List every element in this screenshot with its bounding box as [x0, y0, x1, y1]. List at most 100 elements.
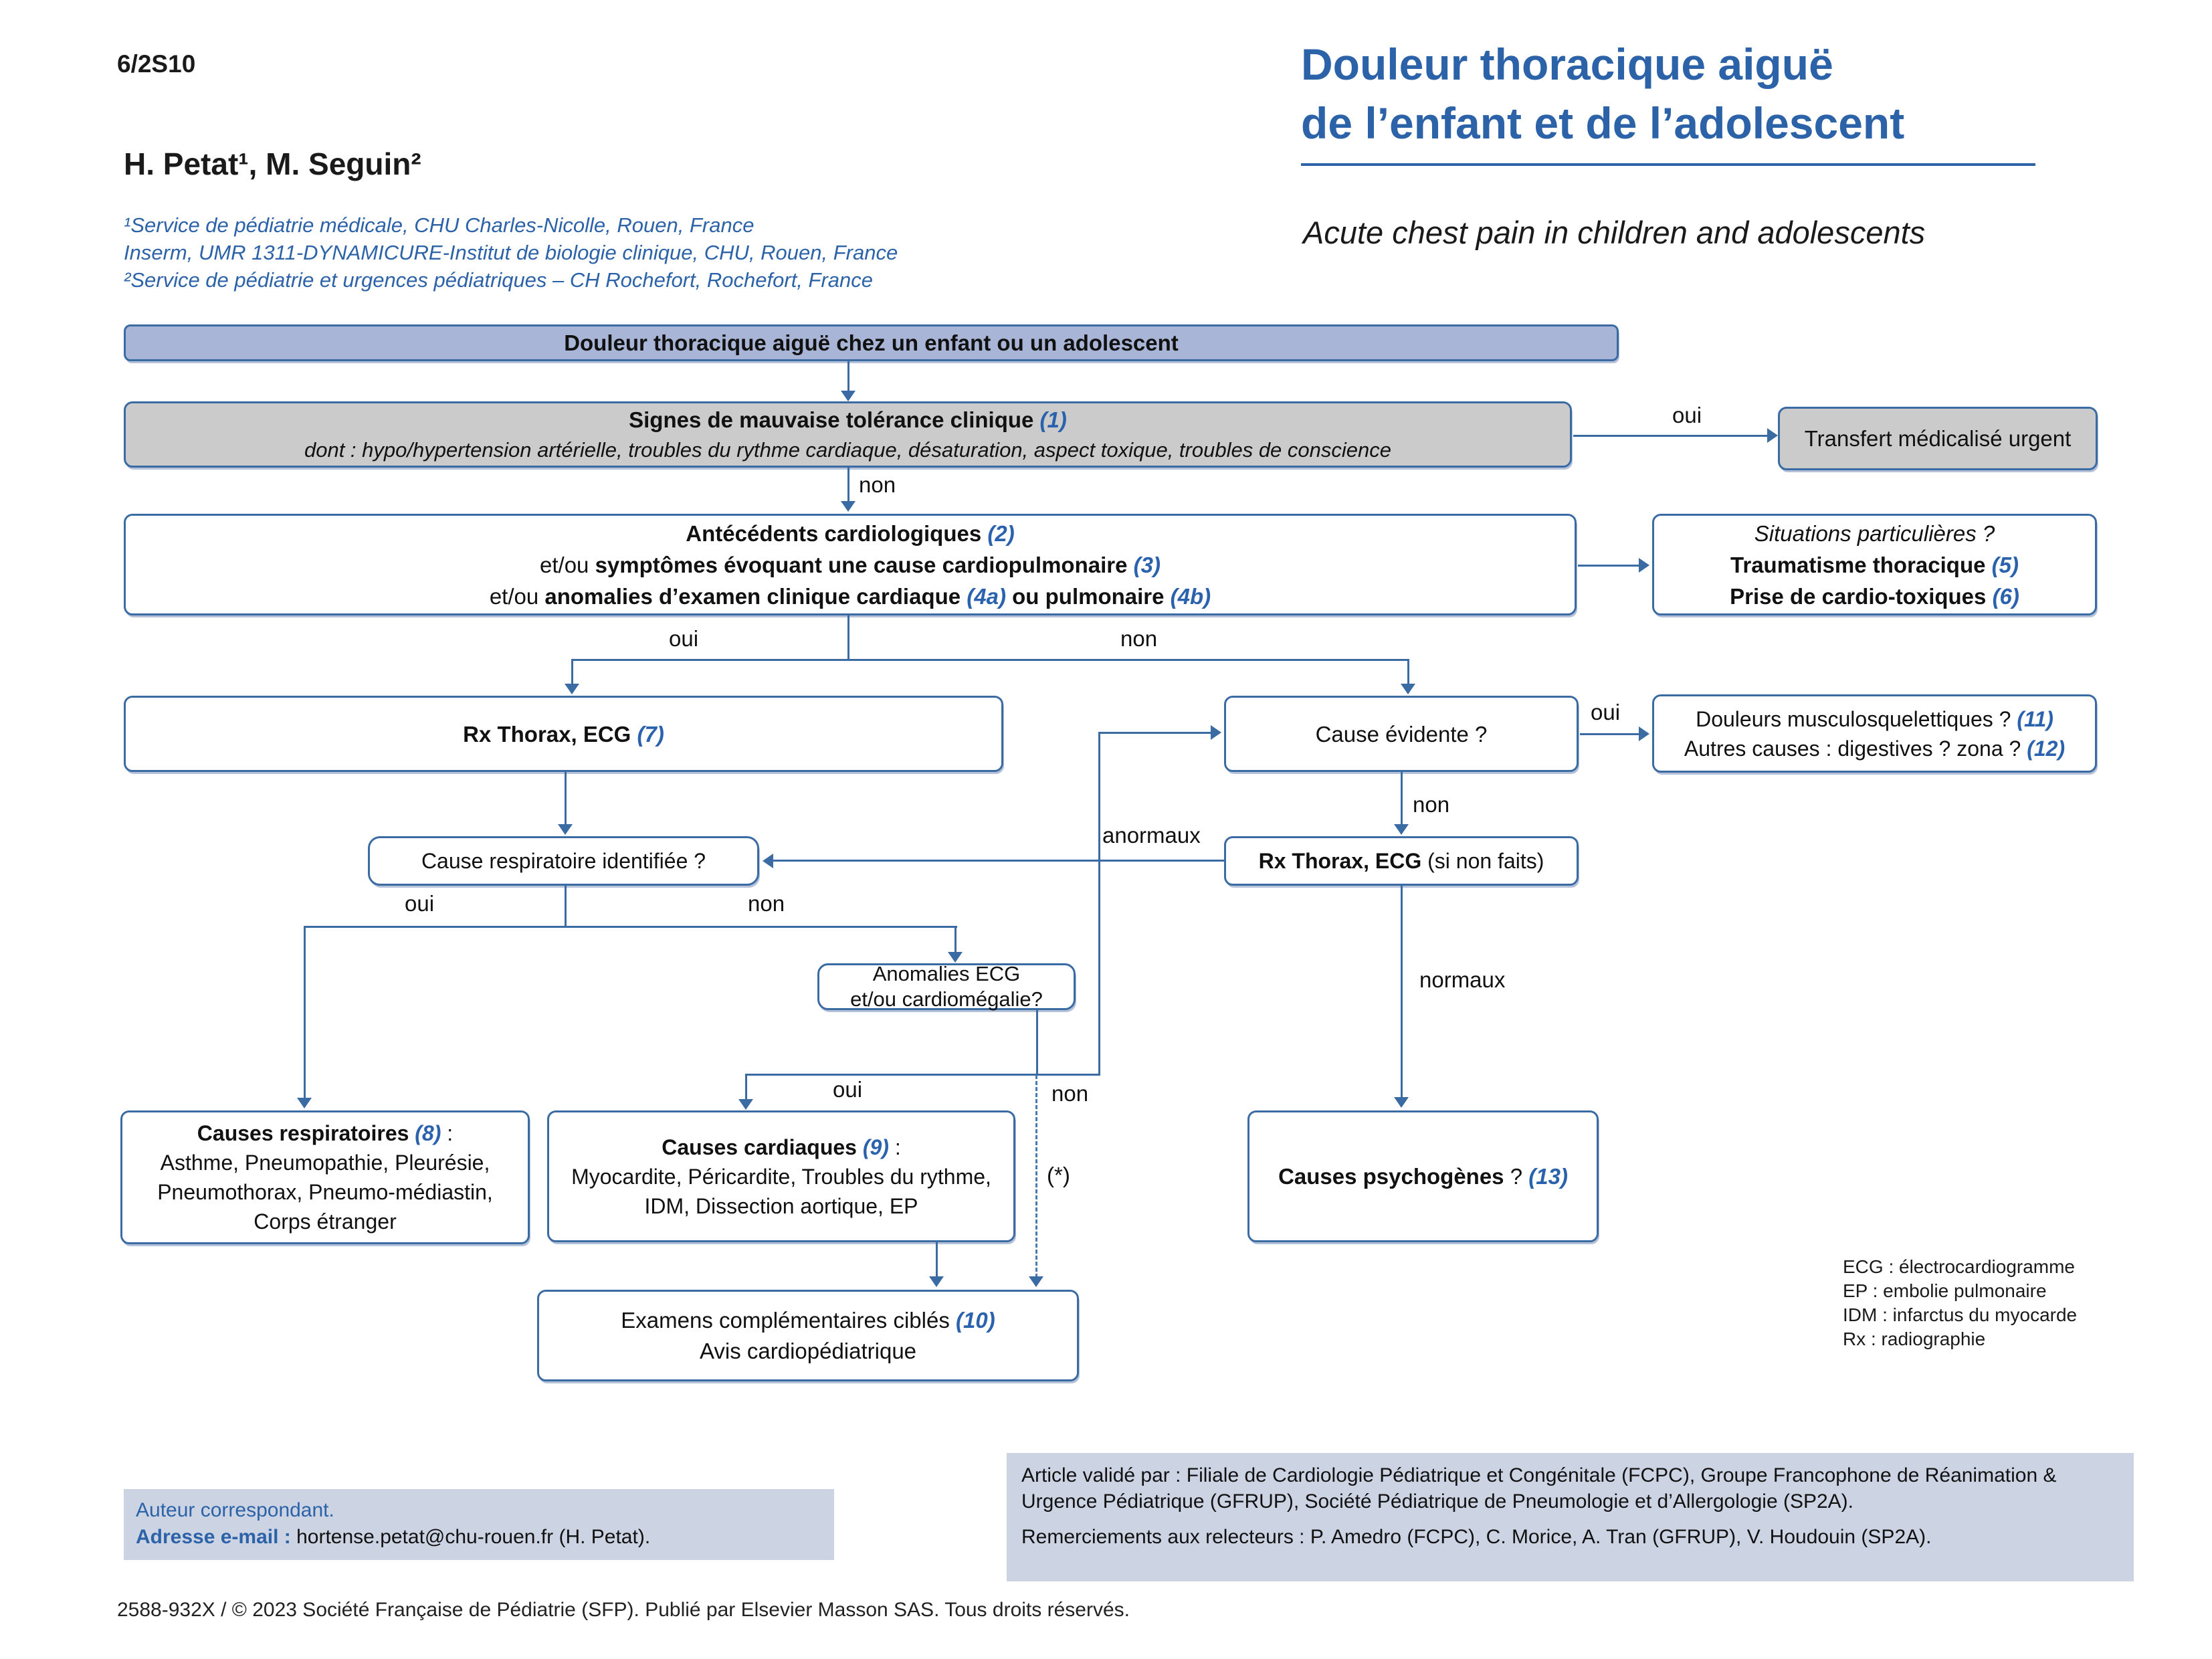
- connector-junction-up: [1098, 732, 1100, 1075]
- edge-label-non: non: [1120, 626, 1158, 651]
- title-underline: [1301, 163, 2035, 166]
- correspondent-box: Auteur correspondant. Adresse e-mail : h…: [124, 1489, 834, 1560]
- arrowhead-down-icon: [738, 1099, 753, 1110]
- node-antecedents-line1: Antécédents cardiologiques (2): [686, 520, 1015, 546]
- connector-rxecg2-psychogenes: [1401, 886, 1403, 1098]
- article-title-french: Douleur thoracique aiguë de l’enfant et …: [1301, 35, 2047, 153]
- node-musculo: Douleurs musculosquelettiques ? (11) Aut…: [1652, 694, 2097, 773]
- node-start: Douleur thoracique aiguë chez un enfant …: [124, 324, 1619, 361]
- affiliation-2: Inserm, UMR 1311-DYNAMICURE-Institut de …: [124, 241, 898, 264]
- acknowledgements: Remerciements aux relecteurs : P. Amedro…: [1021, 1526, 1932, 1548]
- node-causes-respiratoires: Causes respiratoires (8) : Asthme, Pneum…: [120, 1110, 530, 1244]
- arrowhead-down-icon: [841, 391, 856, 401]
- connector-up-evidente: [1098, 732, 1212, 734]
- connector-junction-cardiaques: [745, 1074, 747, 1100]
- node-musculo-line2: Autres causes : digestives ? zona ? (12): [1684, 736, 2066, 761]
- affiliations: ¹Service de pédiatrie médicale, CHU Char…: [124, 211, 898, 294]
- connector-rxecg2-causeresp: [773, 860, 1224, 862]
- node-antecedents-line3: et/ou anomalies d’examen clinique cardia…: [489, 583, 1211, 609]
- authors: H. Petat¹, M. Seguin²: [124, 147, 421, 181]
- node-transfert: Transfert médicalisé urgent: [1778, 407, 2098, 470]
- node-rx-ecg: Rx Thorax, ECG (7): [124, 696, 1003, 772]
- node-tolerance: Signes de mauvaise tolérance clinique (1…: [124, 401, 1572, 468]
- node-examens-line2: Avis cardiopédiatrique: [699, 1338, 917, 1363]
- node-causes-psychogenes-text: Causes psychogènes ? (13): [1278, 1164, 1568, 1189]
- node-causes-cardiaques: Causes cardiaques (9) : Myocardite, Péri…: [547, 1110, 1015, 1242]
- node-start-text: Douleur thoracique aiguë chez un enfant …: [564, 330, 1179, 355]
- connector-causeresp-branch: [565, 886, 567, 927]
- affiliation-3: ²Service de pédiatrie et urgences pédiat…: [124, 268, 874, 292]
- node-causes-respiratoires-line2: Asthme, Pneumopathie, Pleurésie,: [160, 1151, 490, 1175]
- connector-branch-horizontal: [572, 659, 1409, 661]
- node-rx-ecg-text: Rx Thorax, ECG (7): [463, 721, 664, 747]
- node-cause-evidente-text: Cause évidente ?: [1315, 721, 1488, 747]
- legend-ecg: ECG : électrocardiogramme: [1843, 1256, 2076, 1277]
- page-code: 6/2S10: [117, 50, 196, 78]
- arrowhead-down-icon: [929, 1276, 944, 1287]
- article-title-english: Acute chest pain in children and adolesc…: [1303, 215, 1926, 250]
- node-causes-respiratoires-line1: Causes respiratoires (8) :: [197, 1121, 454, 1145]
- node-antecedents-line2: et/ou symptômes évoquant une cause cardi…: [540, 552, 1161, 577]
- connector-causeresp-oui: [304, 926, 306, 1099]
- connector-anomalies-junction: [1036, 1010, 1038, 1075]
- node-examens-line1: Examens complémentaires ciblés (10): [621, 1307, 995, 1333]
- node-causes-cardiaques-line2: Myocardite, Péricardite, Troubles du ryt…: [571, 1164, 991, 1189]
- node-tolerance-line2: dont : hypo/hypertension artérielle, tro…: [304, 437, 1392, 462]
- edge-label-normaux: normaux: [1419, 967, 1506, 992]
- connector-evidente-musculo: [1580, 733, 1639, 735]
- node-anomalies-ecg: Anomalies ECG et/ou cardiomégalie?: [817, 962, 1076, 1011]
- affiliation-1: ¹Service de pédiatrie médicale, CHU Char…: [124, 213, 755, 237]
- legend-ep: EP : embolie pulmonaire: [1843, 1280, 2047, 1301]
- node-cause-respiratoire-text: Cause respiratoire identifiée ?: [421, 848, 706, 873]
- node-causes-cardiaques-line1: Causes cardiaques (9) :: [662, 1135, 901, 1159]
- arrowhead-down-icon: [1029, 1276, 1043, 1287]
- node-situations-line2: Traumatisme thoracique (5): [1730, 552, 2019, 577]
- abbreviation-legend: ECG : électrocardiogramme EP : embolie p…: [1843, 1255, 2077, 1351]
- title-line-1: Douleur thoracique aiguë: [1301, 39, 1833, 89]
- arrowhead-right-icon: [1639, 558, 1649, 573]
- edge-label-non: non: [859, 472, 896, 497]
- node-tolerance-line1: Signes de mauvaise tolérance clinique (1…: [629, 407, 1067, 432]
- arrowhead-down-icon: [1401, 684, 1415, 694]
- connector-causeresp-horizontal: [304, 926, 957, 928]
- node-antecedents: Antécédents cardiologiques (2) et/ou sym…: [124, 514, 1577, 615]
- node-transfert-text: Transfert médicalisé urgent: [1804, 426, 2072, 451]
- node-causes-respiratoires-line3: Pneumothorax, Pneumo-médiastin,: [157, 1180, 493, 1204]
- arrowhead-right-icon: [1639, 726, 1649, 741]
- edge-label-anormaux: anormaux: [1102, 823, 1201, 848]
- connector-tolerance-transfert: [1573, 435, 1769, 437]
- connector-antecedents-situations: [1578, 565, 1639, 567]
- arrowhead-down-icon: [558, 824, 573, 835]
- legend-rx: Rx : radiographie: [1843, 1329, 1986, 1349]
- arrowhead-down-icon: [841, 501, 856, 512]
- node-situations-line3: Prise de cardio-toxiques (6): [1730, 583, 2019, 609]
- legend-idm: IDM : infarctus du myocarde: [1843, 1304, 2078, 1325]
- title-line-2: de l’enfant et de l’adolescent: [1301, 98, 1905, 148]
- connector-dashed-examens: [1035, 1075, 1037, 1278]
- arrowhead-down-icon: [565, 684, 579, 694]
- edge-label-non: non: [748, 891, 785, 916]
- connector-evidente-rxecg2: [1401, 772, 1403, 825]
- arrowhead-down-icon: [297, 1098, 312, 1108]
- edge-label-oui: oui: [669, 626, 699, 651]
- edge-label-oui: oui: [833, 1077, 863, 1102]
- connector-start-tolerance: [847, 361, 849, 392]
- node-musculo-line1: Douleurs musculosquelettiques ? (11): [1696, 706, 2053, 731]
- connector-junction-horizontal: [745, 1074, 1100, 1076]
- connector-cardiaques-examens: [936, 1242, 938, 1278]
- arrowhead-down-icon: [948, 952, 963, 963]
- node-causes-psychogenes: Causes psychogènes ? (13): [1247, 1110, 1599, 1242]
- node-cause-respiratoire: Cause respiratoire identifiée ?: [368, 836, 759, 886]
- correspondent-email-line: Adresse e-mail : hortense.petat@chu-roue…: [136, 1526, 651, 1548]
- copyright-line: 2588-932X / © 2023 Société Française de …: [117, 1599, 1130, 1621]
- connector-branch-non: [1407, 659, 1409, 685]
- edge-label-oui: oui: [1672, 403, 1702, 427]
- connector-antecedents-branch: [847, 615, 849, 660]
- arrowhead-right-icon: [1767, 428, 1778, 443]
- node-situations-line1: Situations particulières ?: [1754, 520, 1995, 546]
- validated-by: Article validé par : Filiale de Cardiolo…: [1021, 1464, 2057, 1512]
- connector-rxecg-causeresp: [565, 772, 567, 825]
- arrowhead-down-icon: [1394, 824, 1409, 835]
- connector-branch-oui: [571, 659, 573, 685]
